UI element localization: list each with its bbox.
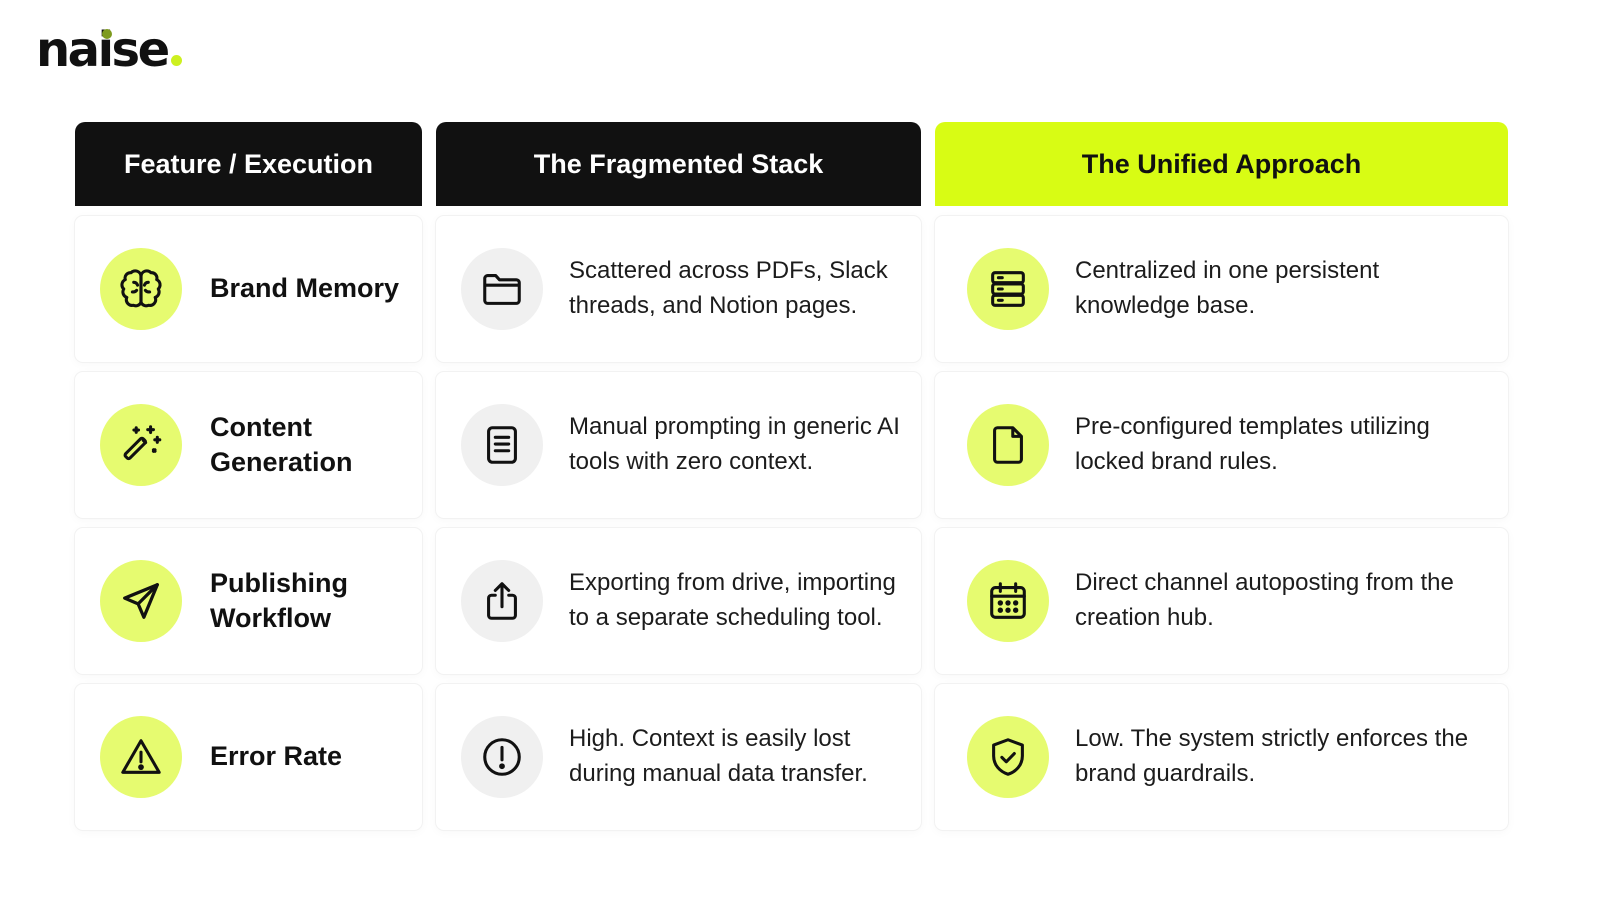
logo-i-dot <box>102 29 112 39</box>
header-unified: The Unified Approach <box>935 122 1508 206</box>
shield-check-icon <box>967 716 1049 798</box>
fragmented-cell-brand-memory: Scattered across PDFs, Slack threads, an… <box>436 216 921 362</box>
comparison-table: Feature / Execution The Fragmented Stack… <box>75 122 1508 830</box>
feature-cell-error-rate: Error Rate <box>75 684 422 830</box>
fragmented-description: High. Context is easily lost during manu… <box>569 725 868 787</box>
feature-cell-content-generation: Content Generation <box>75 372 422 518</box>
paper-plane-icon <box>100 560 182 642</box>
unified-cell-brand-memory: Centralized in one persistent knowledge … <box>935 216 1508 362</box>
feature-cell-publishing-workflow: Publishing Workflow <box>75 528 422 674</box>
feature-cell-brand-memory: Brand Memory <box>75 216 422 362</box>
brand-logo: naise <box>36 26 182 74</box>
magic-wand-icon <box>100 404 182 486</box>
brain-icon <box>100 248 182 330</box>
feature-label: Brand Memory <box>210 273 400 304</box>
database-icon <box>967 248 1049 330</box>
unified-description: Low. The system strictly enforces the br… <box>1075 725 1469 787</box>
unified-description: Pre-configured templates utilizing locke… <box>1075 413 1430 475</box>
unified-description: Direct channel autoposting from the crea… <box>1075 569 1454 631</box>
warning-triangle-icon <box>100 716 182 798</box>
alert-circle-icon <box>461 716 543 798</box>
unified-cell-error-rate: Low. The system strictly enforces the br… <box>935 684 1508 830</box>
logo-dot <box>170 55 182 66</box>
feature-label: Publishing Workflow <box>210 567 348 633</box>
folder-icon <box>461 248 543 330</box>
fragmented-cell-publishing-workflow: Exporting from drive, importing to a sep… <box>436 528 921 674</box>
fragmented-cell-error-rate: High. Context is easily lost during manu… <box>436 684 921 830</box>
unified-cell-content-generation: Pre-configured templates utilizing locke… <box>935 372 1508 518</box>
file-icon <box>967 404 1049 486</box>
fragmented-description: Exporting from drive, importing to a sep… <box>569 569 896 631</box>
fragmented-cell-content-generation: Manual prompting in generic AI tools wit… <box>436 372 921 518</box>
calendar-icon <box>967 560 1049 642</box>
header-fragmented: The Fragmented Stack <box>436 122 921 206</box>
document-lines-icon <box>461 404 543 486</box>
fragmented-description: Scattered across PDFs, Slack threads, an… <box>569 257 888 319</box>
unified-description: Centralized in one persistent knowledge … <box>1075 257 1380 319</box>
fragmented-description: Manual prompting in generic AI tools wit… <box>569 413 900 475</box>
unified-cell-publishing-workflow: Direct channel autoposting from the crea… <box>935 528 1508 674</box>
feature-label: Error Rate <box>210 741 343 772</box>
upload-icon <box>461 560 543 642</box>
header-feature: Feature / Execution <box>75 122 422 206</box>
feature-label: Content Generation <box>210 411 353 477</box>
